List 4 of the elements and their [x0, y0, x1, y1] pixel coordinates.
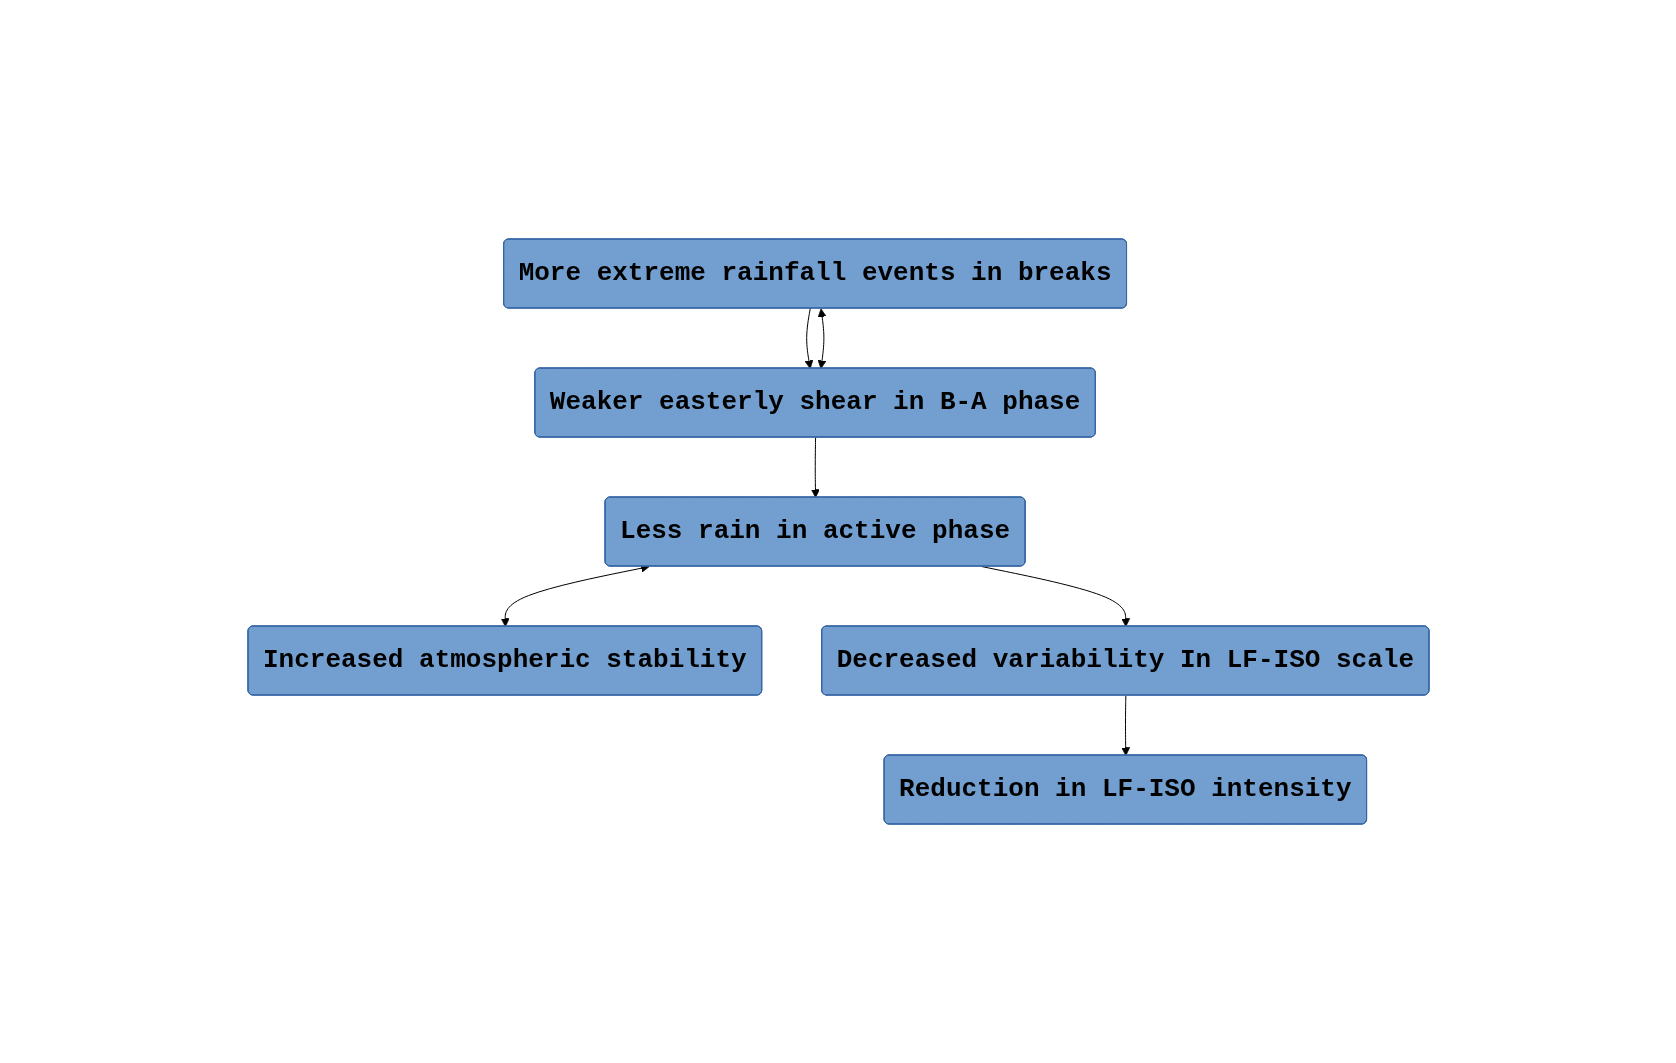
arrow [810, 437, 820, 498]
arrow [817, 308, 826, 369]
arrow [1120, 695, 1130, 756]
arrow [804, 308, 813, 369]
